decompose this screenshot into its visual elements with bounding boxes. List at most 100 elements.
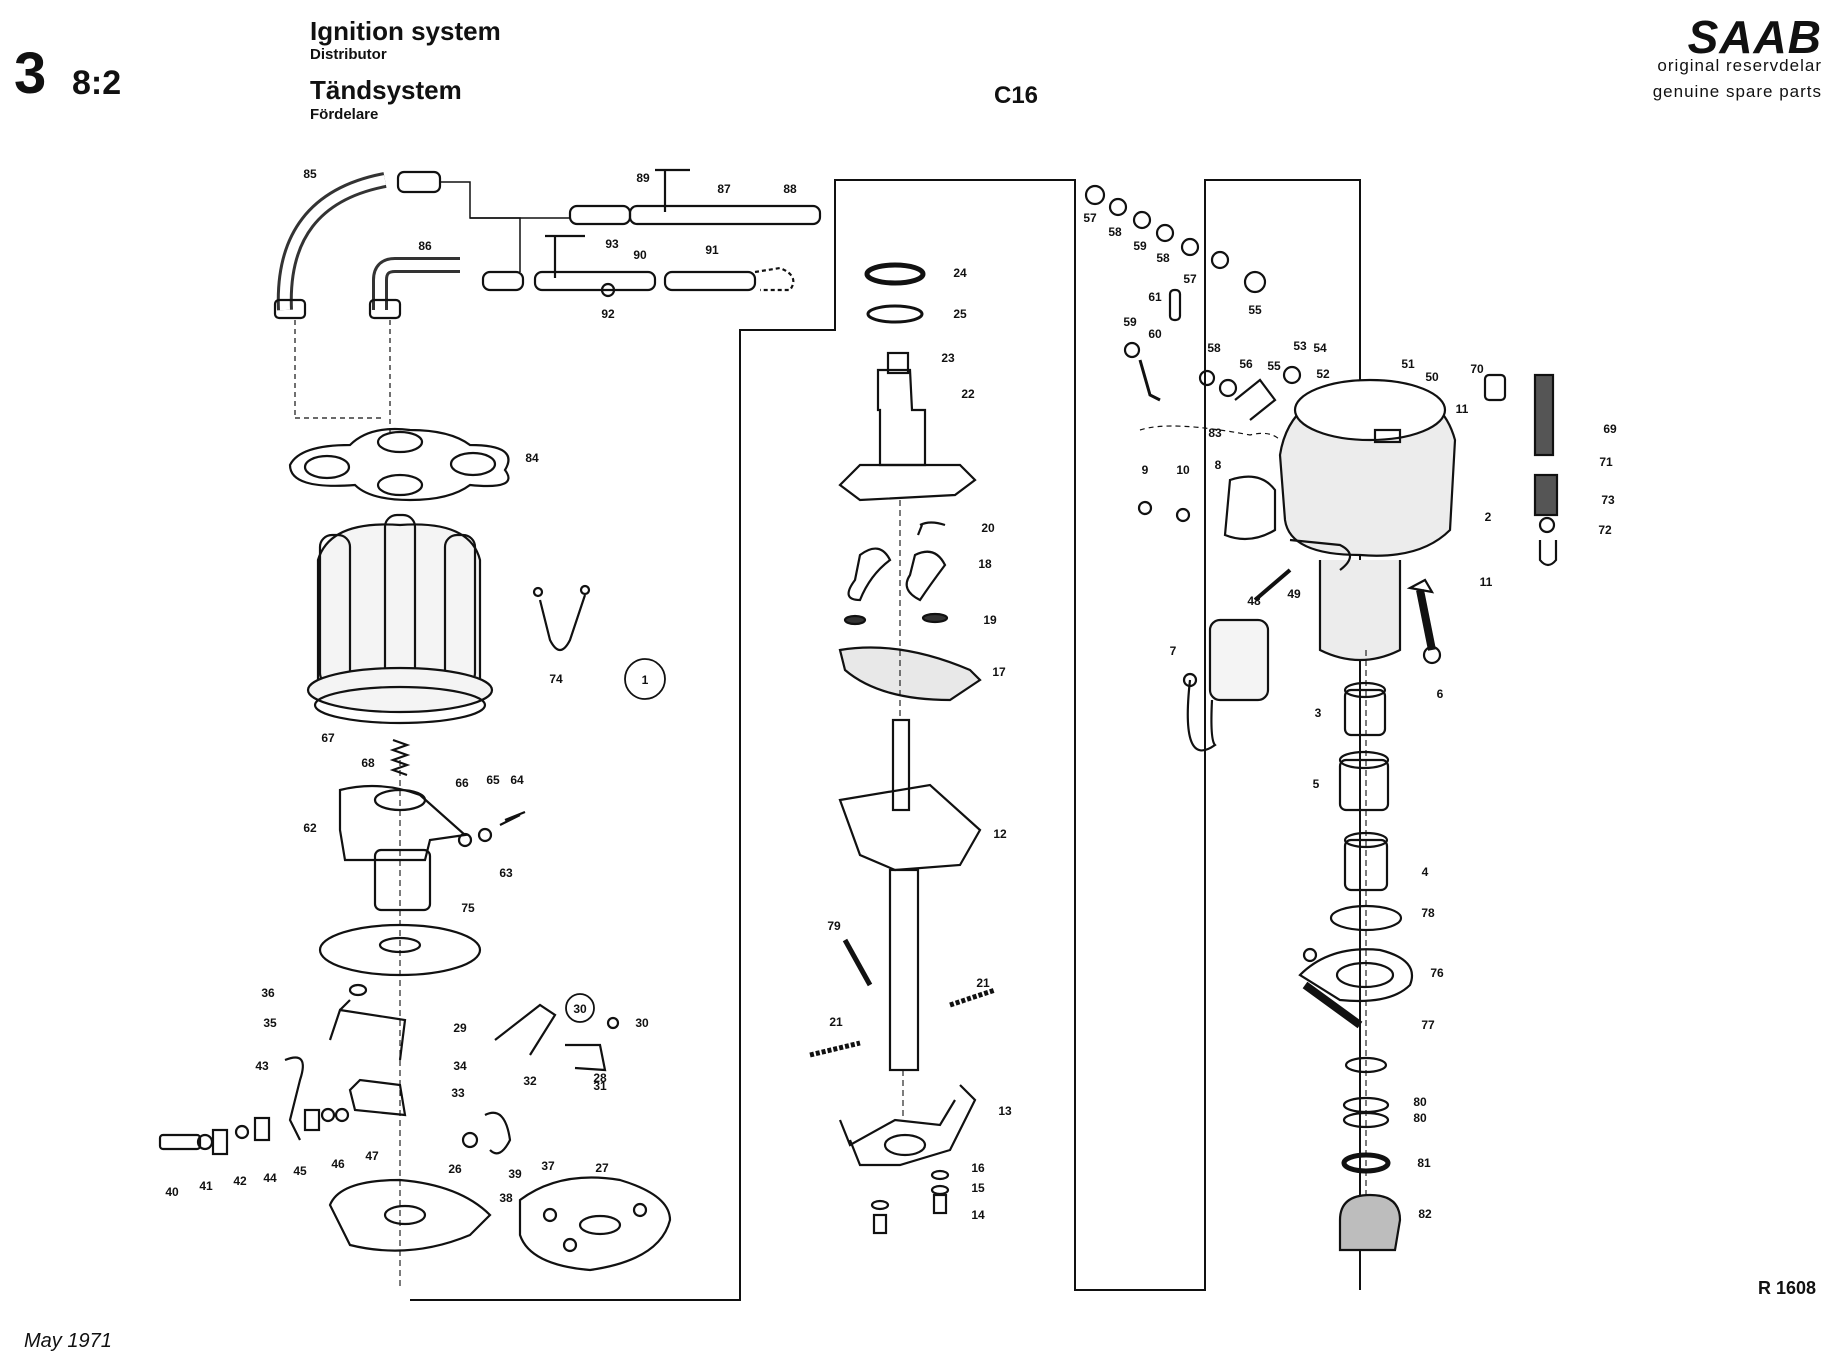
part-label-36: 36 (261, 986, 275, 1000)
part-label-82: 82 (1418, 1207, 1432, 1221)
bracket-29 (328, 999, 407, 1061)
breaker-plate-26 (328, 1178, 492, 1252)
shaft-22 (876, 368, 927, 467)
bushing-5 (1338, 758, 1390, 812)
part-56 (1234, 378, 1277, 421)
part-label-41: 41 (199, 1179, 213, 1193)
pin-61 (1168, 288, 1182, 322)
part-label-3: 3 (1315, 706, 1322, 720)
part-label-52: 52 (1316, 367, 1330, 381)
boot-85 (273, 298, 307, 320)
gasket-17 (838, 646, 982, 702)
plate-13 (838, 1084, 977, 1167)
clip-93 (545, 234, 585, 278)
part-label-9: 9 (1142, 463, 1149, 477)
part-label-31: 31 (593, 1079, 607, 1093)
title-swedish: Tändsystem (310, 75, 462, 105)
part-label-33: 33 (451, 1086, 465, 1100)
part-label-73: 73 (1601, 493, 1615, 507)
pin-23 (886, 351, 910, 375)
part-label-8: 8 (1215, 458, 1222, 472)
part-label-59: 59 (1123, 315, 1137, 329)
part-label-40: 40 (165, 1185, 179, 1199)
part-label-28: 28 (593, 1071, 607, 1085)
part-label-17: 17 (992, 665, 1006, 679)
diagram-drawing (158, 168, 1559, 1301)
spring-43 (284, 1056, 304, 1141)
part-label-85: 85 (303, 167, 317, 181)
ht-lead-87-88 (628, 204, 822, 226)
drawing-reference: R 1608 (1757, 1278, 1816, 1298)
part-label-78: 78 (1421, 906, 1435, 920)
seal-plate-84 (288, 427, 510, 502)
bolt-77 (1302, 981, 1363, 1029)
part-label-79: 79 (827, 919, 841, 933)
spring-68 (389, 738, 411, 777)
grommet-92 (600, 282, 616, 298)
screw-64 (499, 810, 526, 826)
main-shaft (888, 868, 920, 1072)
part-label-27: 27 (595, 1161, 609, 1175)
spring-60 (1138, 359, 1161, 402)
ring-78 (1329, 904, 1403, 932)
part-label-25: 25 (953, 307, 967, 321)
part-label-88: 88 (783, 182, 797, 196)
part-label-69: 69 (1603, 422, 1617, 436)
part-label-44: 44 (263, 1171, 277, 1185)
ring-24 (864, 262, 926, 286)
ht-lead-86 (372, 257, 460, 310)
publication-date: May 1971 (24, 1330, 112, 1352)
part-label-77: 77 (1421, 1018, 1435, 1032)
part-label-57: 57 (1083, 211, 1097, 225)
part-label-62: 62 (303, 821, 317, 835)
ring-25 (866, 304, 924, 324)
part-label-54: 54 (1313, 341, 1327, 355)
part-label-11: 11 (1480, 575, 1493, 589)
part-label-64: 64 (510, 773, 524, 787)
part-label-65: 65 (486, 773, 500, 787)
group-markers: 1 30 (573, 658, 666, 1016)
part-label-46: 46 (331, 1157, 345, 1171)
part-label-72: 72 (1598, 523, 1612, 537)
part-label-55: 55 (1267, 359, 1281, 373)
rotor-62 (338, 784, 468, 862)
link-31 (565, 1043, 607, 1072)
part-label-87: 87 (717, 182, 731, 196)
gear-82 (1338, 1193, 1402, 1252)
part-label-18: 18 (978, 557, 992, 571)
part-10 (1175, 507, 1191, 523)
part-label-19: 19 (983, 613, 997, 627)
tagline-swedish: original reservdelar (1657, 56, 1822, 75)
clip-89 (655, 168, 690, 212)
shaft-upper (891, 718, 911, 812)
part-label-59: 59 (1133, 239, 1147, 253)
part-label-66: 66 (455, 776, 469, 790)
part-72 (1538, 540, 1558, 567)
part-label-11: 11 (1456, 402, 1469, 416)
part-label-58: 58 (1156, 251, 1170, 265)
part-label-45: 45 (293, 1164, 307, 1178)
part-9 (1137, 500, 1153, 516)
bushing-3 (1343, 688, 1387, 737)
part-label-53: 53 (1293, 339, 1307, 353)
capacitor-7 (1208, 618, 1270, 702)
ht-lead-90 (533, 270, 657, 292)
part-label-10: 10 (1176, 463, 1190, 477)
part-label-55: 55 (1248, 303, 1262, 317)
part-label-48: 48 (1247, 594, 1261, 608)
ht-lead-91 (663, 270, 757, 292)
part-label-92: 92 (601, 307, 615, 321)
part-label-15: 15 (971, 1181, 985, 1195)
part-label-51: 51 (1401, 357, 1415, 371)
part-label-61: 61 (1148, 290, 1162, 304)
part-label-67: 67 (321, 731, 335, 745)
part-69 (1533, 373, 1555, 457)
spring-21b (949, 987, 996, 1008)
weight-18 (847, 547, 892, 602)
part-label-70: 70 (1470, 362, 1484, 376)
cam-39 (484, 1111, 512, 1155)
part-label-76: 76 (1430, 966, 1444, 980)
screw-14 (932, 1193, 948, 1215)
title-english: Ignition system (310, 16, 501, 46)
part-label-42: 42 (233, 1174, 247, 1188)
